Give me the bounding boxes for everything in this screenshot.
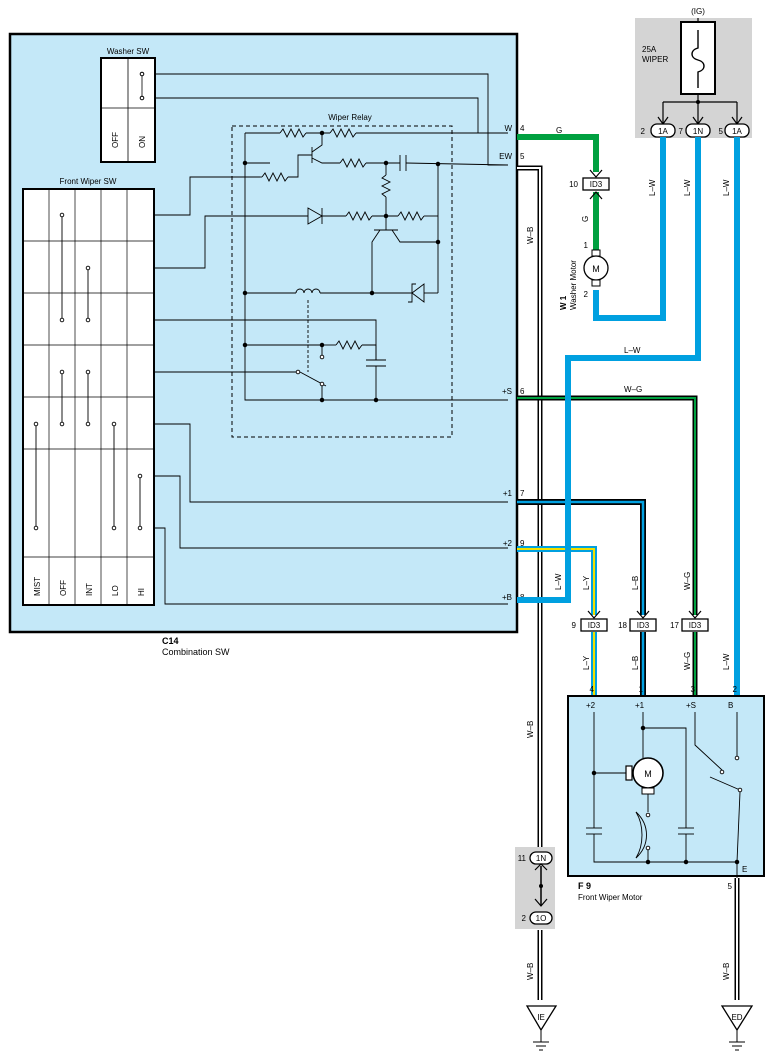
wiper-pos-int: INT (85, 583, 94, 596)
svg-text:+B: +B (502, 593, 512, 602)
svg-text:+1: +1 (503, 489, 513, 498)
svg-text:5: 5 (520, 152, 525, 161)
washer-motor-name: Washer Motor (569, 260, 578, 310)
svg-text:M: M (592, 264, 600, 274)
svg-text:W–B: W–B (526, 963, 535, 980)
svg-text:L–W: L–W (648, 179, 657, 196)
svg-text:L–Y: L–Y (582, 575, 591, 590)
ground-junction: 1N 11 1O 2 (515, 847, 555, 929)
svg-text:2: 2 (641, 127, 646, 136)
washer-sw-title: Washer SW (107, 47, 150, 56)
front-wiper-motor-code: F 9 (578, 881, 591, 891)
washer-motor-code: W 1 (559, 295, 568, 310)
svg-text:W: W (504, 124, 512, 133)
combination-switch: C14 Combination SW Washer SW OFF ON Fron… (8, 32, 525, 657)
svg-text:+2: +2 (503, 539, 513, 548)
front-wiper-motor: 4 1 3 2 +2 +1 +S B (567, 685, 765, 902)
svg-text:18: 18 (618, 621, 627, 630)
svg-text:2: 2 (733, 685, 738, 694)
svg-text:W–B: W–B (526, 721, 535, 738)
svg-text:9: 9 (572, 621, 577, 630)
washer-motor: ID3 10 M 1 2 W 1 Washer Motor (559, 169, 610, 310)
svg-text:1O: 1O (536, 914, 547, 923)
wiper-pos-hi: HI (137, 588, 146, 596)
ground-ed: ED (720, 1005, 754, 1051)
svg-text:4: 4 (520, 124, 525, 133)
svg-text:1N: 1N (693, 127, 703, 136)
ground-ie: IE (525, 1005, 558, 1051)
fuse-box: (IG) 25A WIPER 1A 2 1N 7 1A 5 (635, 7, 752, 138)
svg-text:G: G (581, 216, 590, 222)
combination-sw-code: C14 (162, 636, 179, 646)
svg-text:B: B (728, 701, 733, 710)
external-wires (517, 134, 740, 1000)
front-wiper-sw-title: Front Wiper SW (60, 177, 117, 186)
svg-text:9: 9 (520, 539, 525, 548)
svg-text:L–Y: L–Y (582, 655, 591, 670)
svg-text:EW: EW (499, 152, 512, 161)
svg-text:17: 17 (670, 621, 679, 630)
svg-text:G: G (556, 126, 562, 135)
wire-color-labels: G G L–W L–W L–W W–B L–W W–G L–W L–Y L–B … (526, 126, 731, 980)
svg-text:L–B: L–B (631, 576, 640, 590)
washer-sw-on: ON (138, 136, 147, 148)
wiper-relay-box (231, 125, 453, 438)
svg-text:ID3: ID3 (588, 621, 601, 630)
svg-text:W–G: W–G (683, 652, 692, 670)
svg-text:ID3: ID3 (689, 621, 702, 630)
svg-text:W–B: W–B (722, 963, 731, 980)
svg-text:W–G: W–G (624, 385, 642, 394)
svg-text:L–W: L–W (624, 346, 641, 355)
svg-text:1: 1 (639, 685, 644, 694)
svg-text:2: 2 (522, 914, 527, 923)
svg-text:W–B: W–B (526, 227, 535, 244)
svg-text:2: 2 (584, 290, 589, 299)
svg-text:1A: 1A (658, 127, 668, 136)
svg-text:1N: 1N (536, 854, 546, 863)
ground-icon (720, 1005, 754, 1032)
washer-junction-id3 (582, 177, 610, 191)
svg-text:1A: 1A (732, 127, 742, 136)
svg-text:7: 7 (679, 127, 684, 136)
svg-text:L–W: L–W (722, 179, 731, 196)
svg-text:L–W: L–W (554, 573, 563, 590)
svg-text:ID3: ID3 (637, 621, 650, 630)
combination-sw-name: Combination SW (162, 647, 230, 657)
front-wiper-motor-name: Front Wiper Motor (578, 893, 643, 902)
fuse-rating: 25A (642, 45, 657, 54)
svg-text:11: 11 (518, 854, 527, 863)
svg-text:L–B: L–B (631, 656, 640, 670)
wiper-pos-lo: LO (111, 585, 120, 596)
svg-text:W–G: W–G (683, 572, 692, 590)
wiper-pos-mist: MIST (33, 577, 42, 596)
svg-text:10: 10 (569, 180, 578, 189)
svg-text:5: 5 (719, 127, 724, 136)
svg-text:7: 7 (520, 489, 525, 498)
wiper-relay-title: Wiper Relay (328, 113, 372, 122)
svg-text:1: 1 (584, 241, 589, 250)
svg-text:+S: +S (686, 701, 696, 710)
ground-icon (525, 1005, 558, 1032)
svg-text:L–W: L–W (683, 179, 692, 196)
svg-text:M: M (644, 769, 652, 779)
svg-text:+2: +2 (586, 701, 596, 710)
id3-junctions: ID3 9 ID3 18 ID3 17 (572, 610, 709, 632)
svg-text:5: 5 (728, 882, 733, 891)
svg-text:L–W: L–W (722, 653, 731, 670)
svg-text:ID3: ID3 (590, 180, 603, 189)
wiper-pos-off: OFF (59, 580, 68, 596)
ig-supply-label: (IG) (691, 7, 705, 16)
svg-text:IE: IE (537, 1013, 545, 1022)
svg-text:ED: ED (731, 1013, 742, 1022)
svg-text:+1: +1 (635, 701, 645, 710)
svg-text:3: 3 (691, 685, 696, 694)
svg-text:4: 4 (590, 685, 595, 694)
washer-sw-off: OFF (111, 132, 120, 148)
svg-text:6: 6 (520, 387, 525, 396)
fuse-name: WIPER (642, 55, 668, 64)
svg-text:E: E (742, 865, 747, 874)
svg-text:+S: +S (502, 387, 512, 396)
